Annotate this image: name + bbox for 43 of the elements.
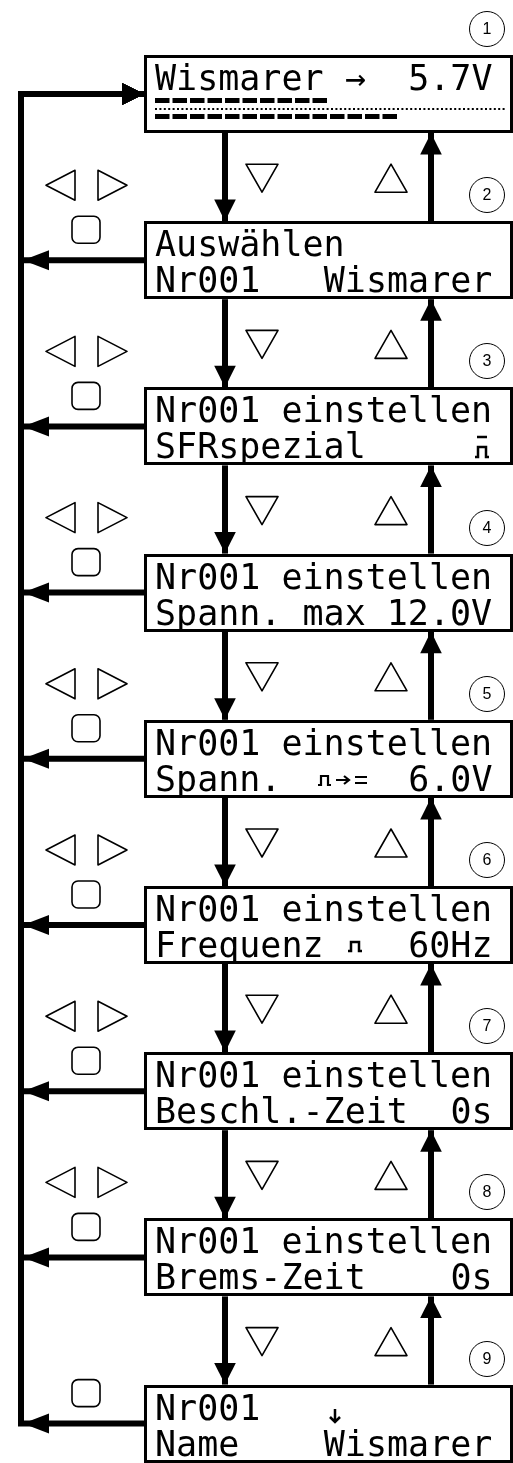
lcd-display xyxy=(144,387,513,466)
display-text: Nr001 einstellen xyxy=(155,558,493,595)
lcd-display xyxy=(144,719,513,798)
display-text: Wismarer xyxy=(323,262,493,299)
step-number: 5 xyxy=(469,675,505,712)
display-text: Spann. max 12.0V xyxy=(155,594,493,631)
display-text: Nr001 xyxy=(155,1389,261,1426)
display-text: Wismarer xyxy=(323,1425,493,1462)
display-text: Brems-Zeit xyxy=(155,1259,366,1296)
display-text: Frequenz xyxy=(155,927,324,963)
display-text: Nr001 einstellen xyxy=(155,1223,493,1260)
display-text: Nr001 einstellen xyxy=(155,891,493,927)
step-number: 8 xyxy=(469,1174,505,1211)
display-text: Nr001 xyxy=(155,262,261,299)
step-number: 4 xyxy=(469,509,505,546)
display-text: 5.7V xyxy=(408,60,493,96)
display-text: Spann. xyxy=(155,760,282,797)
lcd-display xyxy=(144,1218,513,1297)
display-text: 60Hz xyxy=(408,927,493,963)
step-number: 7 xyxy=(469,1008,505,1045)
step-number: 9 xyxy=(469,1340,505,1377)
display-text: 0s xyxy=(450,1259,493,1296)
display-text: SFRspezial xyxy=(155,428,366,465)
display-text: Wismarer xyxy=(155,60,324,96)
display-text: Nr001 einstellen xyxy=(155,724,493,761)
lcd-display xyxy=(144,221,513,300)
display-text: Beschl.-Zeit xyxy=(155,1093,408,1130)
display-text: 0s xyxy=(450,1093,493,1130)
display-text: Nr001 einstellen xyxy=(155,392,493,429)
lcd-display xyxy=(144,55,513,133)
display-text: Auswählen xyxy=(155,226,345,263)
step-number: 1 xyxy=(469,11,505,47)
lcd-display xyxy=(144,1384,513,1463)
step-number: 6 xyxy=(469,842,505,878)
display-text: Name xyxy=(155,1425,240,1462)
display-text: → xyxy=(344,60,366,96)
lcd-display xyxy=(144,886,513,964)
lcd-display xyxy=(144,553,513,632)
display-text: Nr001 einstellen xyxy=(155,1057,493,1094)
lcd-display xyxy=(144,1052,513,1131)
step-number: 2 xyxy=(469,177,505,214)
display-text: 6.0V xyxy=(408,760,493,797)
step-number: 3 xyxy=(469,343,505,380)
